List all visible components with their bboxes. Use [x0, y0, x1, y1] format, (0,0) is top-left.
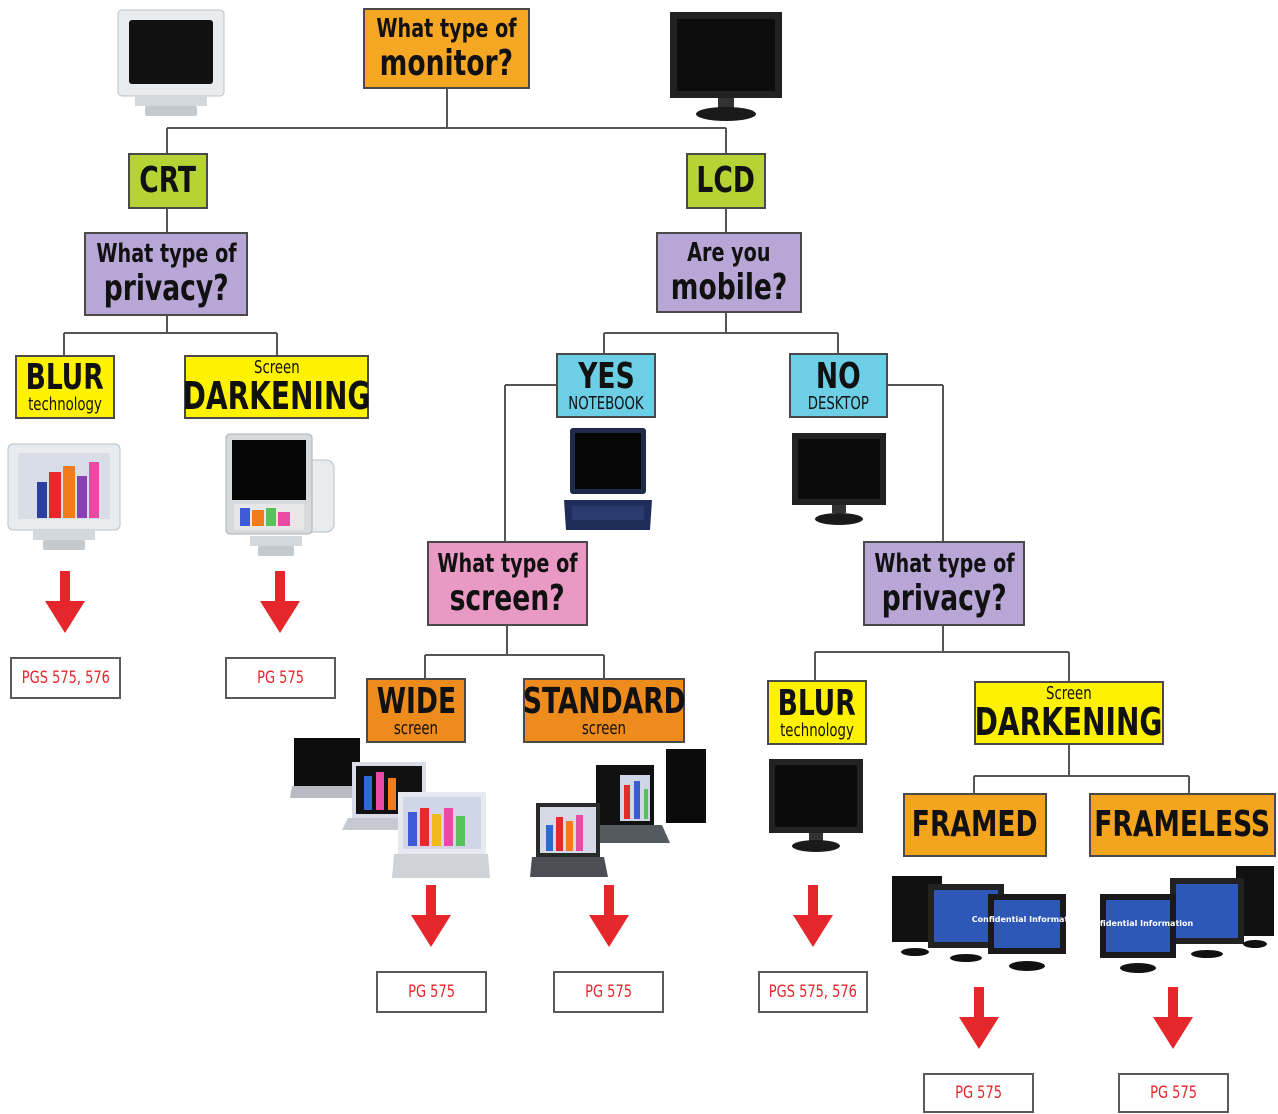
notebook-label: NOTEBOOK: [568, 392, 644, 414]
crt-darkening-monitor-image: [220, 432, 338, 562]
desktop-label: DESKTOP: [807, 392, 870, 414]
crt-privacy-question: What type of privacy?: [84, 232, 248, 316]
lcd-privacy-question: What type of privacy?: [863, 541, 1025, 626]
desktop-lcd-image: [790, 431, 888, 527]
screen-question-line2: screen?: [449, 577, 566, 619]
crt-darkening-page-text: PG 575: [257, 668, 304, 688]
standard-sub: screen: [581, 717, 627, 739]
frameless-monitors-image: Confidential Information: [1083, 864, 1276, 976]
crt-node: CRT: [128, 153, 208, 209]
crt-blur-monitor-image: [5, 438, 123, 556]
monitor-type-question: What type of monitor?: [363, 8, 530, 89]
standard-laptops-image: [530, 745, 708, 880]
yes-label: YES: [577, 355, 635, 397]
wide-screen-node: WIDE screen: [366, 678, 466, 743]
monitor-question-line1: What type of: [376, 13, 517, 44]
wide-page-text: PG 575: [408, 982, 455, 1002]
lcd-blur-page-ref: PGS 575, 576: [758, 971, 868, 1013]
frameless-node: FRAMELESS: [1089, 793, 1276, 857]
lcd-privacy-line2: privacy?: [881, 577, 1007, 619]
crt-blur-node: BLUR technology: [15, 355, 115, 419]
down-arrow-icon: [959, 987, 999, 1049]
lcd-darkening-sub: Screen: [1046, 683, 1092, 704]
lcd-privacy-line1: What type of: [873, 548, 1015, 579]
lcd-monitor-image: [668, 10, 784, 122]
wide-laptops-image: [290, 732, 490, 880]
down-arrow-icon: [260, 571, 300, 633]
crt-blur-page-text: PGS 575, 576: [21, 668, 110, 688]
mobile-line1: Are you: [687, 237, 771, 268]
lcd-blur-monitor-image: [767, 757, 865, 854]
wide-label: WIDE: [376, 680, 456, 722]
lcd-darkening-node: Screen DARKENING: [974, 681, 1164, 745]
standard-page-text: PG 575: [585, 982, 632, 1002]
lcd-blur-page-text: PGS 575, 576: [768, 982, 858, 1002]
framed-monitor-text: Confidential Information: [972, 915, 1068, 924]
framed-page-text: PG 575: [955, 1083, 1002, 1103]
crt-privacy-line1: What type of: [95, 239, 237, 269]
lcd-label: LCD: [696, 160, 756, 201]
notebook-image: [562, 426, 654, 532]
crt-darkening-sub: Screen: [253, 357, 300, 378]
lcd-darkening-label: DARKENING: [975, 700, 1163, 744]
monitor-question-line2: monitor?: [379, 42, 514, 84]
lcd-blur-sub: technology: [780, 719, 854, 741]
crt-darkening-page-ref: PG 575: [225, 657, 336, 699]
down-arrow-icon: [1153, 987, 1193, 1049]
down-arrow-icon: [411, 885, 451, 947]
crt-blur-label: BLUR: [25, 357, 105, 398]
crt-darkening-label: DARKENING: [182, 374, 371, 418]
lcd-node: LCD: [686, 153, 766, 209]
down-arrow-icon: [45, 571, 85, 633]
frameless-page-ref: PG 575: [1118, 1073, 1229, 1113]
framed-node: FRAMED: [903, 793, 1047, 857]
crt-monitor-image: [115, 8, 227, 120]
crt-label: CRT: [139, 160, 197, 201]
mobile-question: Are you mobile?: [656, 232, 802, 313]
standard-screen-node: STANDARD screen: [523, 678, 685, 743]
frameless-label: FRAMELESS: [1094, 804, 1271, 845]
standard-label: STANDARD: [522, 680, 686, 722]
framed-label: FRAMED: [912, 804, 1038, 845]
lcd-blur-label: BLUR: [777, 682, 857, 724]
mobile-line2: mobile?: [670, 266, 788, 308]
down-arrow-icon: [589, 885, 629, 947]
yes-notebook-node: YES NOTEBOOK: [556, 353, 656, 418]
down-arrow-icon: [793, 885, 833, 947]
no-label: NO: [816, 355, 861, 397]
crt-blur-page-ref: PGS 575, 576: [10, 657, 121, 699]
crt-privacy-line2: privacy?: [103, 268, 229, 309]
wide-page-ref: PG 575: [376, 971, 487, 1013]
screen-type-question: What type of screen?: [427, 541, 588, 626]
frameless-monitor-text: Confidential Information: [1096, 919, 1194, 928]
framed-monitors-image: Confidential Information: [890, 872, 1083, 972]
lcd-blur-node: BLUR technology: [767, 680, 867, 745]
framed-page-ref: PG 575: [923, 1073, 1034, 1113]
screen-question-line1: What type of: [437, 548, 578, 579]
no-desktop-node: NO DESKTOP: [789, 353, 888, 418]
standard-page-ref: PG 575: [553, 971, 664, 1013]
crt-blur-sub: technology: [28, 394, 102, 415]
frameless-page-text: PG 575: [1150, 1083, 1197, 1103]
crt-darkening-node: Screen DARKENING: [182, 355, 371, 419]
wide-sub: screen: [393, 717, 439, 739]
